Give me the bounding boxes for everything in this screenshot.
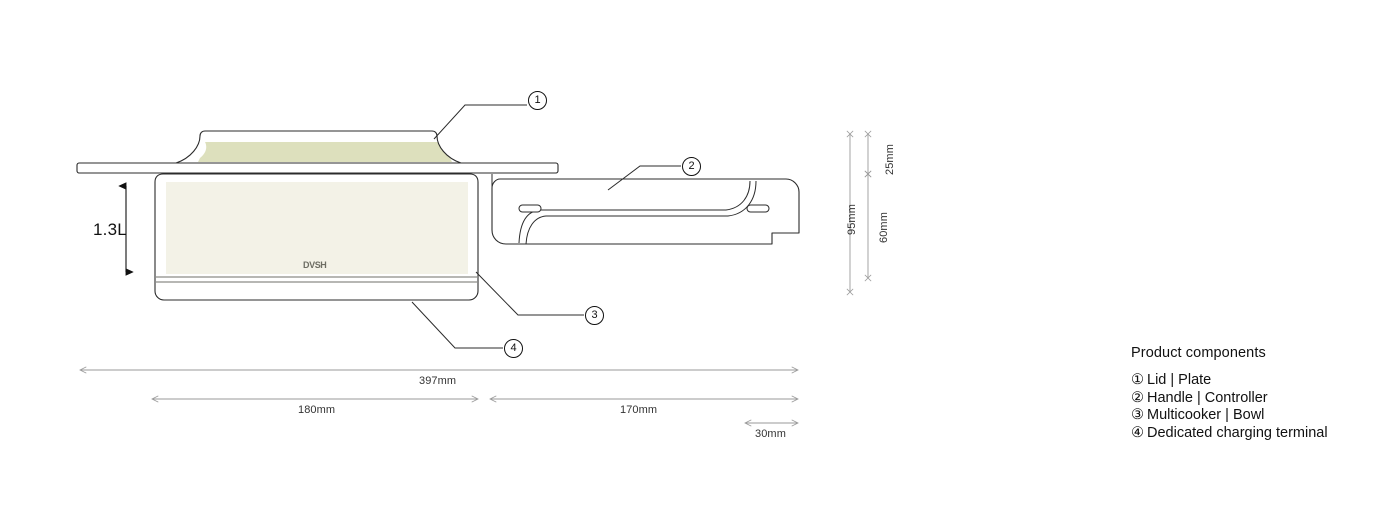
handle-inner-contour-secondary [525, 180, 757, 245]
handle-slot-right [746, 204, 770, 213]
capacity-label: 1.3L [93, 220, 127, 239]
vertical-dimensions [846, 130, 872, 296]
handle-outline [491, 178, 800, 245]
bowl-inner-panel [166, 182, 468, 274]
leader-line-1 [433, 104, 527, 140]
handle-group [491, 174, 800, 245]
dimension-label-bowl-height: 60mm [878, 212, 890, 243]
leader-line-2 [607, 165, 681, 191]
callout-badge-3[interactable]: 3 [585, 306, 604, 325]
legend-label-2: Handle | Controller [1147, 389, 1268, 406]
lid-group [76, 130, 559, 174]
legend-label-1: Lid | Plate [1147, 372, 1212, 388]
callout-leaders [411, 104, 681, 349]
legend-marker-2: ② [1131, 389, 1144, 406]
dimension-label-bowl: 180mm [298, 404, 336, 416]
legend-marker-1: ① [1131, 372, 1144, 388]
dimension-label-total: 397mm [419, 375, 457, 387]
horizontal-dimensions [79, 366, 799, 427]
callout-badge-1[interactable]: 1 [528, 91, 547, 110]
leader-line-4 [411, 301, 503, 349]
bowl-group [154, 173, 479, 301]
lid-brim [76, 162, 559, 174]
handle-inner-contour [518, 180, 751, 244]
dimension-label-handle: 170mm [620, 404, 658, 416]
leader-line-3 [475, 271, 584, 316]
legend-marker-3: ③ [1131, 407, 1144, 423]
legend-marker-4: ④ [1131, 424, 1144, 441]
legend-label-4: Dedicated charging terminal [1147, 424, 1328, 441]
legend-label-3: Multicooker | Bowl [1147, 407, 1265, 423]
handle-slot-left [518, 204, 542, 213]
dimension-label-lid-height: 25mm [884, 144, 896, 175]
brand-mark: DVSH [303, 260, 327, 270]
dimension-label-total-height: 95mm [846, 204, 858, 235]
dimension-label-terminal: 30mm [755, 428, 786, 440]
legend-title: Product components [1131, 345, 1266, 361]
callout-badge-4[interactable]: 4 [504, 339, 523, 358]
callout-badge-2[interactable]: 2 [682, 157, 701, 176]
lid-dome-fill [198, 142, 452, 162]
